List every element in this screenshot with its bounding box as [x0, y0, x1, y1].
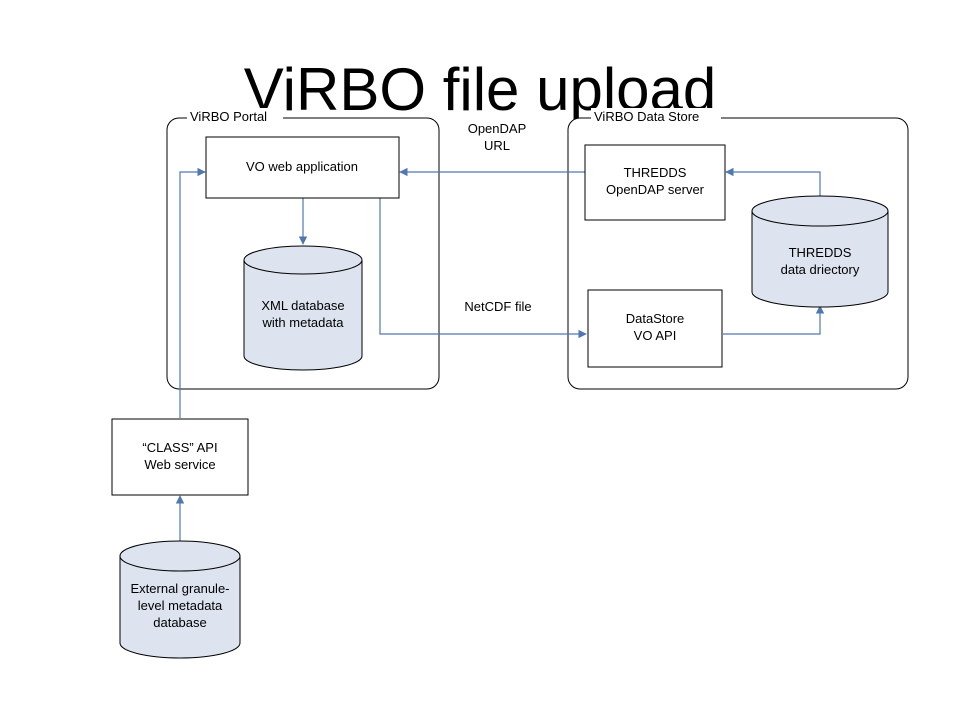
- group-datastore-label: ViRBO Data Store: [594, 109, 699, 124]
- node-external-database-top: [119, 540, 241, 572]
- node-thredds-server-label-line-1: THREDDS: [624, 165, 687, 180]
- node-vo-web-application-box: [205, 136, 400, 199]
- node-thredds-server: THREDDS OpenDAP server: [584, 144, 726, 221]
- node-class-api-label-line-1: “CLASS” API: [142, 440, 217, 455]
- edge-vo-app-to-datastore-api: [379, 198, 587, 339]
- node-vo-web-application: VO web application: [205, 136, 400, 199]
- node-datastore-api-box: [587, 289, 723, 368]
- node-thredds-directory-label-line-1: THREDDS: [789, 245, 852, 260]
- node-external-database: External granule- level metadata databas…: [119, 540, 241, 659]
- node-thredds-directory: THREDDS data driectory: [751, 195, 889, 308]
- group-datastore-label-bg: [591, 108, 721, 124]
- node-vo-web-application-label: VO web application: [246, 159, 358, 174]
- node-datastore-api-label-line-1: DataStore: [626, 311, 685, 326]
- edge-label-opendap-url-line-1: OpenDAP: [468, 121, 527, 136]
- node-thredds-directory-body: [751, 211, 889, 308]
- node-external-database-label-line-2: level metadata: [138, 598, 223, 613]
- node-external-database-body: [119, 556, 241, 659]
- node-thredds-directory-top: [751, 195, 889, 227]
- node-class-api-box: [111, 418, 249, 496]
- node-datastore-api-label-line-2: VO API: [634, 328, 677, 343]
- node-class-api-label-line-2: Web service: [144, 457, 215, 472]
- node-datastore-api: DataStore VO API: [587, 289, 723, 368]
- group-portal-label-bg: [187, 108, 283, 124]
- node-xml-database-label-line-1: XML database: [261, 298, 344, 313]
- node-xml-database-body: [243, 260, 363, 371]
- edge-thredds-dir-to-server: [725, 167, 821, 196]
- node-xml-database-label-line-2: with metadata: [262, 315, 345, 330]
- node-external-database-label-line-1: External granule-: [131, 581, 230, 596]
- node-thredds-server-box: [584, 144, 726, 221]
- edge-class-to-vo-app: [179, 167, 206, 418]
- node-xml-database: XML database with metadata: [243, 245, 363, 371]
- node-thredds-server-label-line-2: OpenDAP server: [606, 182, 705, 197]
- node-xml-database-top: [243, 245, 363, 275]
- node-class-api: “CLASS” API Web service: [111, 418, 249, 496]
- connectors: [175, 167, 825, 541]
- edge-label-opendap-url-line-2: URL: [484, 138, 510, 153]
- edge-label-netcdf-file: NetCDF file: [464, 299, 531, 314]
- edge-datastore-api-to-thredds-dir: [723, 305, 825, 335]
- group-portal-label: ViRBO Portal: [190, 109, 267, 124]
- node-external-database-label-line-3: database: [153, 615, 207, 630]
- node-thredds-directory-label-line-2: data driectory: [781, 262, 860, 277]
